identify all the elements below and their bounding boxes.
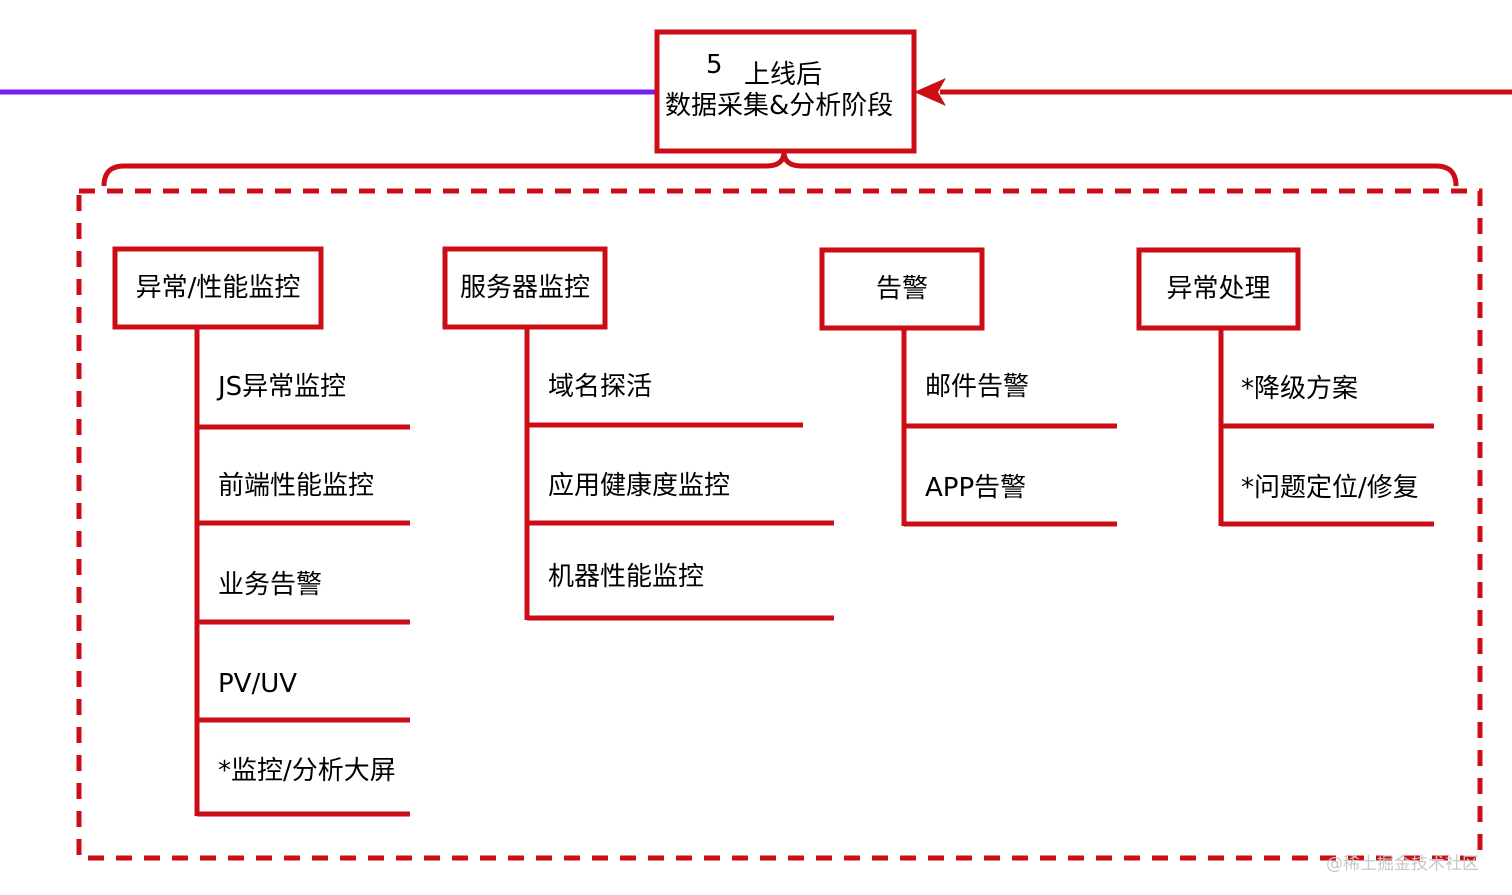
category-label-alert: 告警 — [875, 274, 928, 304]
category-box-exception-handling — [1136, 247, 1301, 331]
title-box — [654, 29, 917, 154]
list-item: 机器性能监控 — [548, 562, 705, 592]
watermark: @稀土掘金技术社区 — [1326, 854, 1479, 874]
list-item: 应用健康度监控 — [548, 471, 731, 501]
category-label-exception-handling: 异常处理 — [1166, 274, 1271, 304]
dashed-container — [76, 188, 1483, 861]
category-label-server: 服务器监控 — [459, 273, 590, 303]
list-item: *问题定位/修复 — [1241, 473, 1419, 503]
list-item: 前端性能监控 — [218, 471, 375, 501]
stage-title-line1: 上线后 — [744, 60, 823, 90]
curly-brace — [101, 151, 1459, 187]
list-item: 域名探活 — [548, 372, 653, 402]
list-item: 业务告警 — [218, 570, 323, 600]
category-label-exception-performance: 异常/性能监控 — [135, 273, 301, 303]
list-item: PV/UV — [218, 669, 298, 699]
list-item: JS异常监控 — [218, 372, 347, 402]
arrow-head-icon — [914, 78, 946, 106]
stage-number: 5 — [706, 50, 723, 80]
list-item: 邮件告警 — [925, 372, 1030, 402]
list-item: *降级方案 — [1241, 374, 1359, 404]
category-box-server — [442, 246, 608, 330]
category-box-exception-performance — [112, 246, 324, 330]
list-item: APP告警 — [925, 473, 1027, 503]
stage-title-line2: 数据采集&分析阶段 — [665, 91, 894, 121]
list-item: *监控/分析大屏 — [218, 756, 396, 786]
